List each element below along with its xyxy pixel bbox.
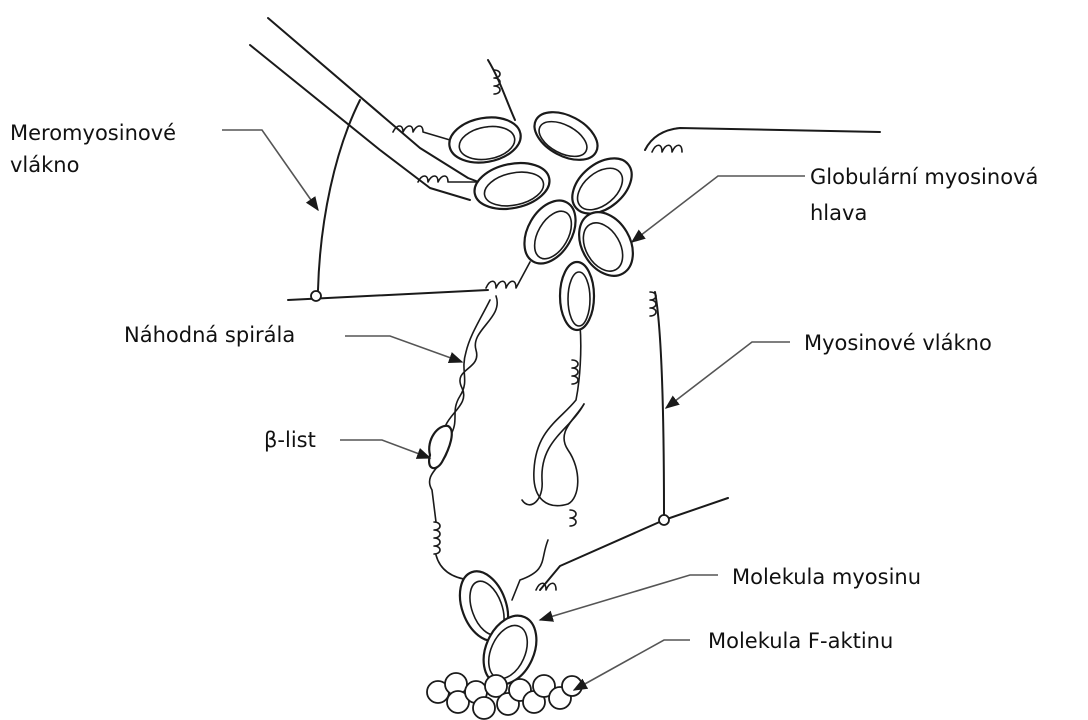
strands <box>430 296 584 600</box>
leader-myosin-molecule <box>540 575 718 620</box>
label-f-actin: Molekula F-aktinu <box>708 626 893 656</box>
label-random-coil: Náhodná spirála <box>124 320 295 350</box>
top-mid-strand <box>488 60 515 120</box>
label-meromyosin-line2: vlákno <box>10 150 79 180</box>
leader-beta-sheet <box>340 440 430 458</box>
leader-myosin-filament <box>666 342 790 408</box>
left-random-coil-2 <box>450 300 490 436</box>
coil-7 <box>572 360 578 384</box>
beta-sheet-shape <box>429 426 452 468</box>
actin-bead <box>562 676 582 696</box>
leader-meromyosin <box>222 130 318 210</box>
coils <box>393 70 682 590</box>
coil-8 <box>434 522 440 554</box>
coil-4 <box>652 145 682 152</box>
head-3 <box>470 157 553 216</box>
label-globular-head-line1: Globulární myosinová <box>810 162 1038 192</box>
right-myosin-rod <box>655 292 664 516</box>
label-meromyosin-line1: Meromyosinové <box>10 118 176 148</box>
coil-5 <box>486 262 530 288</box>
f-actin-beads <box>427 673 582 719</box>
anchor-left <box>311 291 321 301</box>
top-left-filament <box>268 18 500 190</box>
label-myosin-molecule: Molekula myosinu <box>732 562 921 592</box>
leader-lines <box>222 130 805 690</box>
middle-strand-2 <box>522 404 584 505</box>
anchor-right <box>659 515 669 525</box>
anchor-points <box>311 291 669 525</box>
actin-bead <box>473 697 495 719</box>
head-2 <box>527 102 606 169</box>
label-myosin-filament: Myosinové vlákno <box>804 328 992 358</box>
leader-globular-head <box>632 176 805 242</box>
bottom-link <box>512 540 548 600</box>
leader-random-coil <box>345 336 462 362</box>
leader-f-actin <box>574 640 690 690</box>
bottom-right-filament <box>540 498 728 590</box>
globular-heads <box>446 102 644 692</box>
label-beta-sheet: β-list <box>264 425 316 455</box>
beta-sheet-twist <box>429 426 452 468</box>
left-random-coil <box>430 296 498 522</box>
coil-9 <box>570 510 576 526</box>
label-globular-head-line2: hlava <box>810 198 867 228</box>
